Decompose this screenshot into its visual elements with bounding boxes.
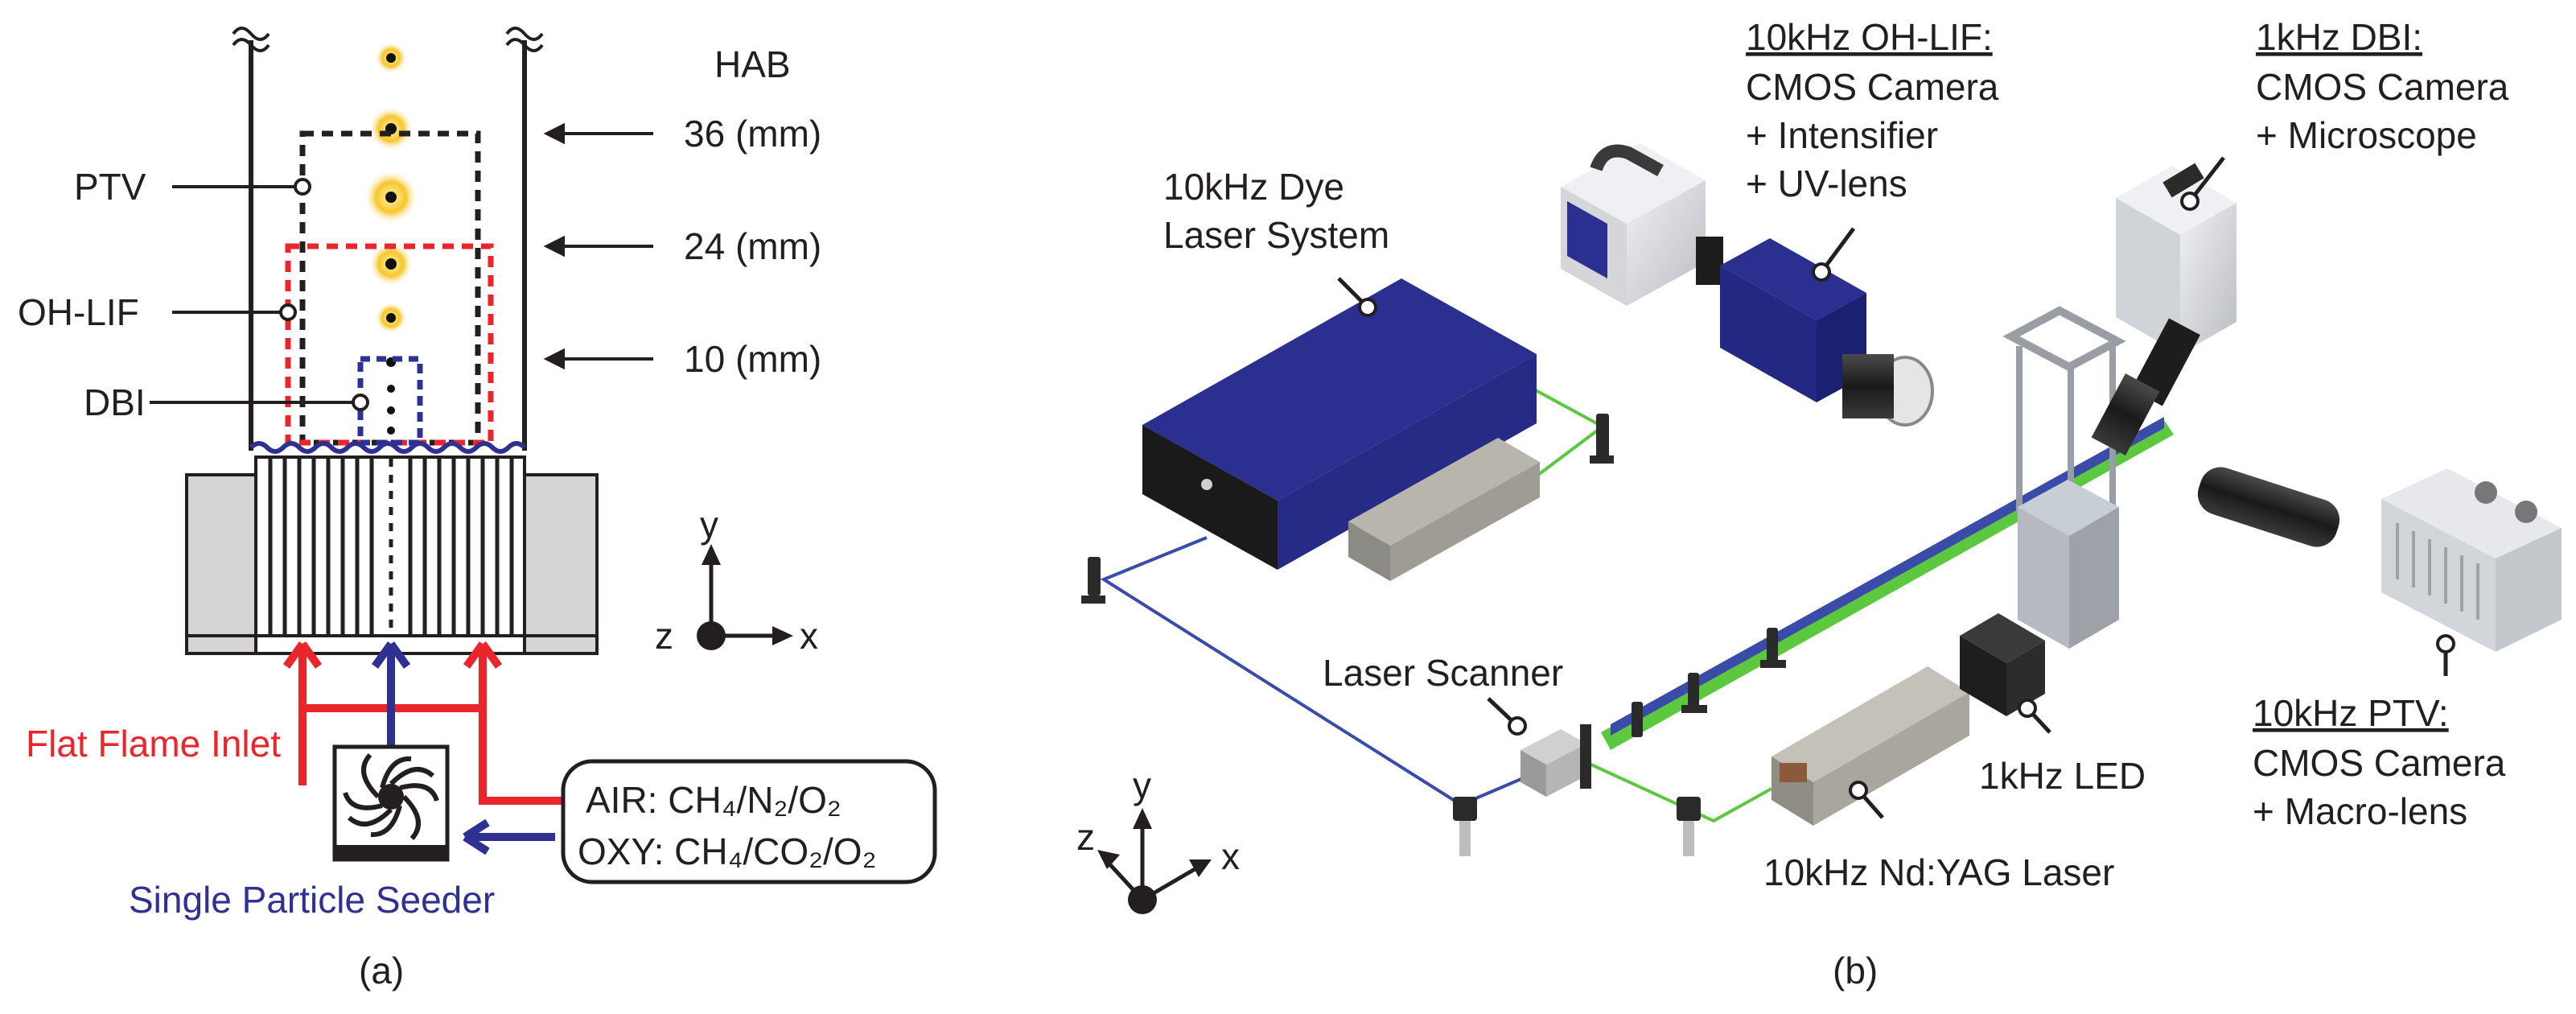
axis-z-label-a: z (655, 615, 673, 657)
ptv-line2: CMOS Camera (2253, 742, 2506, 784)
panel-b: 10kHz OH-LIF: CMOS Camera + Intensifier … (1076, 16, 2562, 991)
caption-a: (a) (359, 950, 404, 991)
led-light (1960, 613, 2045, 716)
single-particle-seeder-icon (332, 744, 450, 862)
axes-b (1097, 808, 1212, 914)
laser-scanner-label: Laser Scanner (1323, 652, 1563, 694)
ohlif-line3: + Intensifier (1746, 114, 1938, 156)
break-mark-right (505, 27, 544, 52)
honeycomb-channels (268, 459, 514, 636)
caption-b: (b) (1833, 950, 1878, 991)
dbi-label: DBI (84, 381, 146, 423)
ohlif-fov-box (285, 243, 494, 446)
axis-y-label-b: y (1133, 765, 1151, 806)
ohlif-line2: CMOS Camera (1746, 66, 1999, 108)
led-label: 1kHz LED (1979, 755, 2146, 797)
single-particle-seeder-label: Single Particle Seeder (129, 879, 495, 921)
hab-24-label: 24 (mm) (684, 225, 821, 267)
ohlif-title: 10kHz OH-LIF: (1746, 16, 1993, 58)
ohlif-camera (1561, 143, 1723, 306)
dbi-camera (2091, 163, 2237, 455)
gas-composition-box (561, 759, 937, 884)
dye-laser-system (1142, 278, 1537, 570)
dbi-title: 1kHz DBI: (2256, 16, 2422, 58)
ptv-fov-box (299, 130, 481, 446)
axis-y-label-a: y (700, 504, 718, 546)
ptv-label: PTV (74, 166, 146, 208)
ptv-title: 10kHz PTV: (2253, 692, 2449, 734)
panel-a: HAB 36 (mm) 24 (mm) 10 (mm) PTV OH-LIF D… (18, 27, 937, 991)
hab-10-label: 10 (mm) (684, 338, 821, 380)
gas-air-label: AIR: CH₄/N₂/O₂ (586, 779, 842, 821)
dye-laser-line1: 10kHz Dye (1163, 166, 1344, 208)
dye-laser-line2: Laser System (1163, 214, 1389, 256)
ohlif-line4: + UV-lens (1746, 163, 1907, 204)
axis-x-label-b: x (1221, 835, 1240, 877)
hab-36-label: 36 (mm) (684, 113, 821, 155)
break-mark-left (232, 27, 270, 52)
dbi-line2: CMOS Camera (2256, 66, 2509, 108)
uv-beam-path (1100, 536, 1574, 807)
ohlif-intensifier (1720, 238, 1934, 427)
flat-flame-inlet-label: Flat Flame Inlet (26, 723, 281, 765)
ptv-camera (2197, 467, 2562, 652)
axis-z-label-b: z (1076, 816, 1095, 858)
axes-a (697, 544, 793, 650)
gas-oxy-label: OXY: CH₄/CO₂/O₂ (578, 831, 876, 872)
axis-x-label-a: x (800, 615, 818, 657)
hab-arrows (543, 122, 653, 370)
ndyag-label: 10kHz Nd:YAG Laser (1763, 851, 2114, 893)
hab-title: HAB (714, 43, 791, 85)
flame-front (249, 441, 527, 454)
dbi-line3: + Microscope (2256, 114, 2477, 156)
laser-scanner (1520, 724, 1591, 797)
ohlif-label: OH-LIF (18, 291, 139, 333)
leader-dots-b (1358, 192, 2455, 800)
flame-inlet-arrows (282, 641, 563, 855)
burner-tower (2002, 306, 2126, 649)
burning-particles (364, 42, 418, 435)
ptv-line3: + Macro-lens (2253, 790, 2467, 832)
leader-lines-a (150, 185, 360, 404)
dye-pump-laser (1348, 438, 1540, 581)
mirror-mounts (1081, 414, 1786, 856)
